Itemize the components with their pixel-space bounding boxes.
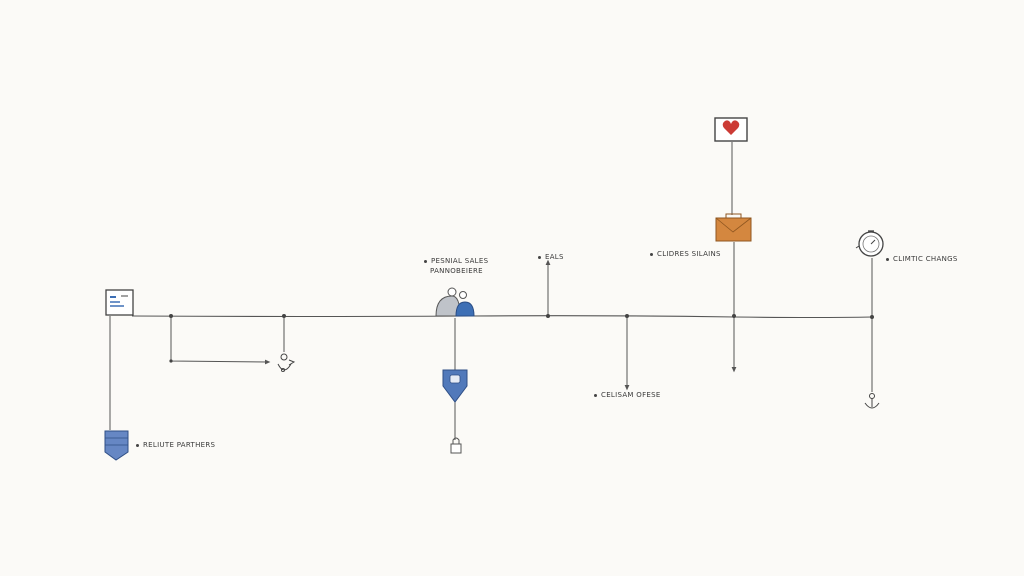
connector-user-cycle: [170, 316, 271, 365]
label-text: CELISAM OFESE: [601, 391, 661, 399]
bullet-dot: [136, 443, 139, 447]
label-text: PANNOBEIERE: [430, 267, 483, 275]
label-text: RELIUTE PARTHERS: [143, 441, 216, 449]
label-text: EALS: [545, 253, 564, 261]
label-remote-partners: RELIUTE PARTHERS: [136, 440, 215, 450]
label-cellular-offers: CELISAM OFESE: [594, 390, 661, 400]
label-climatic-changes: CLIMTIC CHANGS: [886, 254, 958, 264]
people-pair-icon: [435, 287, 475, 317]
label-text: PESNIAL SALES: [431, 257, 489, 265]
stopwatch-icon: [855, 230, 884, 257]
anchor-icon: [864, 393, 880, 409]
briefcase-icon: [715, 213, 752, 242]
label-text: CLIDRES SILAINS: [657, 250, 721, 258]
label-text: CLIMTIC CHANGS: [893, 255, 958, 263]
user-cycle-icon: [277, 353, 296, 373]
bullet-dot: [538, 255, 541, 259]
label-clients-sharing: CLIDRES SILAINS: [650, 249, 721, 259]
bullet-dot: [424, 259, 427, 263]
bullet-dot: [650, 252, 653, 256]
bullet-dot: [594, 393, 597, 397]
label-sales: EALS: [538, 252, 564, 262]
junction-nodes: [169, 314, 874, 363]
bullet-dot: [886, 257, 889, 261]
lock-icon: [450, 437, 462, 454]
heart-frame-icon: [714, 117, 748, 142]
shield-icon: [442, 369, 468, 403]
monitor-icon: [105, 289, 134, 316]
label-personal-sales-sub: PANNOBEIERE: [430, 266, 483, 276]
main-timeline-line: [131, 315, 873, 319]
label-personal-sales: PESNIAL SALES: [424, 256, 488, 266]
storage-server-icon: [104, 430, 129, 461]
